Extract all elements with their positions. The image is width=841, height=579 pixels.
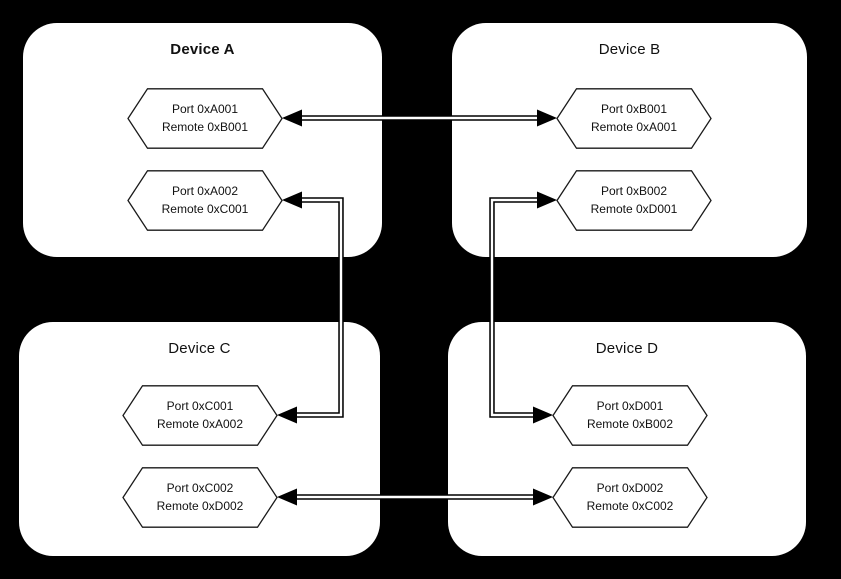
port-0xd002-label: Port 0xD002 Remote 0xC002 <box>552 467 708 528</box>
port-0xa001-label: Port 0xA001 Remote 0xB001 <box>127 88 283 149</box>
device-a-box: Device A Port 0xA001 Remote 0xB001 Port … <box>23 23 382 257</box>
remote-id-label: Remote 0xD002 <box>156 499 244 513</box>
port-0xd002-shape: Port 0xD002 Remote 0xC002 <box>552 467 708 528</box>
remote-id-label: Remote 0xB001 <box>161 120 249 134</box>
remote-id-label: Remote 0xD001 <box>590 202 678 216</box>
port-id-label: Port 0xC002 <box>166 481 234 495</box>
port-0xc001-shape: Port 0xC001 Remote 0xA002 <box>122 385 278 446</box>
port-0xa002-shape: Port 0xA002 Remote 0xC001 <box>127 170 283 231</box>
port-0xc002-label: Port 0xC002 Remote 0xD002 <box>122 467 278 528</box>
port-id-label: Port 0xA002 <box>171 184 239 198</box>
port-0xd001-shape: Port 0xD001 Remote 0xB002 <box>552 385 708 446</box>
device-b-box: Device B Port 0xB001 Remote 0xA001 Port … <box>452 23 807 257</box>
port-id-label: Port 0xC001 <box>166 399 234 413</box>
port-0xa001-shape: Port 0xA001 Remote 0xB001 <box>127 88 283 149</box>
device-b-title: Device B <box>598 41 661 58</box>
port-id-label: Port 0xD001 <box>596 399 664 413</box>
remote-id-label: Remote 0xA001 <box>590 120 678 134</box>
hexagon-shape <box>556 170 712 231</box>
hexagon-shape <box>556 88 712 149</box>
device-d-box: Device D Port 0xD001 Remote 0xB002 Port … <box>448 322 806 556</box>
device-c-title: Device C <box>168 340 231 357</box>
device-c-box: Device C Port 0xC001 Remote 0xA002 Port … <box>19 322 380 556</box>
port-id-label: Port 0xB002 <box>600 184 668 198</box>
port-0xb002-shape: Port 0xB002 Remote 0xD001 <box>556 170 712 231</box>
device-d-title: Device D <box>595 340 659 357</box>
remote-id-label: Remote 0xC002 <box>586 499 674 513</box>
hexagon-shape <box>552 467 708 528</box>
port-0xb001-shape: Port 0xB001 Remote 0xA001 <box>556 88 712 149</box>
hexagon-shape <box>552 385 708 446</box>
port-id-label: Port 0xA001 <box>171 102 239 116</box>
remote-id-label: Remote 0xB002 <box>586 417 674 431</box>
port-id-label: Port 0xD002 <box>596 481 664 495</box>
port-0xd001-label: Port 0xD001 Remote 0xB002 <box>552 385 708 446</box>
remote-id-label: Remote 0xC001 <box>161 202 249 216</box>
port-id-label: Port 0xB001 <box>600 102 668 116</box>
device-a-title: Device A <box>170 41 235 58</box>
port-0xc001-label: Port 0xC001 Remote 0xA002 <box>122 385 278 446</box>
remote-id-label: Remote 0xA002 <box>156 417 244 431</box>
port-0xb002-label: Port 0xB002 Remote 0xD001 <box>556 170 712 231</box>
port-0xc002-shape: Port 0xC002 Remote 0xD002 <box>122 467 278 528</box>
port-0xb001-label: Port 0xB001 Remote 0xA001 <box>556 88 712 149</box>
port-0xa002-label: Port 0xA002 Remote 0xC001 <box>127 170 283 231</box>
